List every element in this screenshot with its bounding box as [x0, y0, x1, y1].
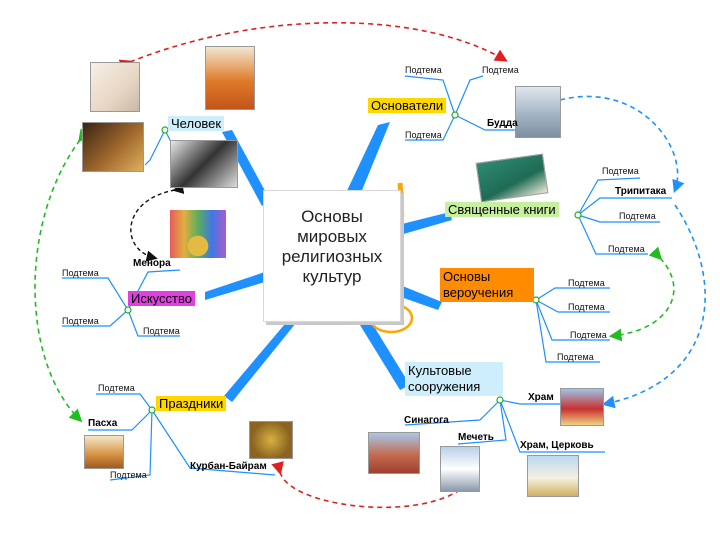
books-subtopic-1: Подтема: [602, 166, 639, 176]
branch-holidays[interactable]: Праздники: [156, 396, 227, 411]
leaf-tripitaka: Трипитака: [615, 186, 667, 197]
leaf-mosque: Мечеть: [458, 432, 494, 443]
art-subtopic-2: Подтема: [62, 316, 99, 326]
red-arrow-top: [118, 21, 508, 72]
art-subtopic-3: Подтема: [143, 326, 180, 336]
branch-books-line: [398, 212, 452, 235]
leaf-kurban-bayram: Курбан-Байрам: [190, 461, 267, 472]
books-subtopic-3: Подтема: [608, 244, 645, 254]
art-subtopic-1: Подтема: [62, 268, 99, 278]
branch-person[interactable]: Человек: [168, 116, 225, 131]
creeds-subtopic-1: Подтема: [568, 278, 605, 288]
blue-arrow-temple: [601, 204, 706, 409]
leaf-menorah: Менора: [133, 258, 171, 269]
leaf-easter: Пасха: [88, 418, 118, 429]
founders-subtopic-2: Подтема: [482, 65, 519, 75]
church-picture: [527, 455, 579, 497]
temple-picture: [560, 388, 604, 426]
central-topic-title: Основы мировых религиозных культур: [281, 207, 383, 286]
creeds-subtopic-4: Подтема: [557, 352, 594, 362]
icon-painting-picture: [82, 122, 144, 172]
black-arrow-menorah: [130, 182, 185, 262]
branch-art[interactable]: Искусство: [128, 291, 195, 306]
leaf-church: Храм, Церковь: [520, 440, 594, 451]
leaf-temple: Храм: [528, 392, 554, 403]
synagogue-picture: [368, 432, 420, 474]
angels-picture: [90, 62, 140, 112]
green-arrow-left: [34, 128, 91, 423]
blue-arrow-buddha: [559, 95, 685, 193]
branch-founders-line: [345, 122, 390, 200]
holidays-subtopic-2: Подтема: [110, 470, 147, 480]
creeds-subtopic-2: Подтема: [568, 302, 605, 312]
sub-branches: [62, 75, 672, 481]
worshipper-picture: [170, 140, 238, 188]
leaf-buddha: Будда: [487, 118, 518, 129]
branch-holidays-line: [224, 318, 300, 402]
menorah-picture: [170, 210, 226, 258]
holidays-subtopic-1: Подтема: [98, 383, 135, 393]
monk-picture: [205, 46, 255, 110]
leaf-synagogue: Синагога: [404, 415, 449, 426]
buddha-picture: [515, 86, 561, 138]
creeds-subtopic-3: Подтема: [570, 330, 607, 340]
branch-books[interactable]: Священные книги: [445, 202, 559, 217]
branch-founders[interactable]: Основатели: [368, 98, 447, 113]
green-arrow-right: [608, 246, 675, 342]
founders-subtopic-3: Подтема: [405, 130, 442, 140]
branch-temples-line: [360, 320, 410, 390]
branch-creeds[interactable]: Основы вероучения: [440, 268, 534, 302]
books-subtopic-2: Подтема: [619, 211, 656, 221]
branch-temples[interactable]: Культовые сооружения: [405, 362, 503, 396]
branch-art-line: [205, 272, 265, 300]
central-topic[interactable]: Основы мировых религиозных культур: [263, 190, 401, 322]
node-markers: [124, 111, 582, 414]
kurban-picture: [249, 421, 293, 459]
easter-picture: [84, 435, 124, 469]
founders-subtopic-1: Подтема: [405, 65, 442, 75]
mosque-picture: [440, 446, 480, 492]
branch-creeds-line: [398, 285, 442, 310]
